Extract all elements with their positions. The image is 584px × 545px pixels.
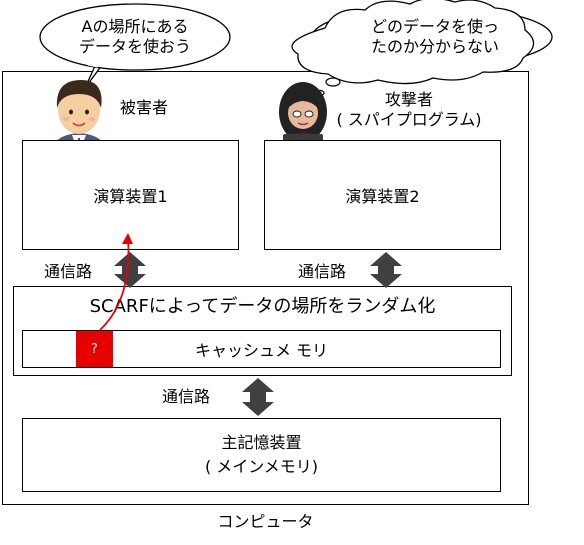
path-arrow-right (370, 252, 402, 288)
red-access-arrow (99, 237, 130, 331)
attacker-label: 攻撃者 ( スパイプログラム) (334, 90, 484, 130)
scarf-title: SCARFによってデータの場所をランダム化 (89, 296, 436, 317)
thought-line-1: どのデータを使っ (370, 17, 499, 36)
speech-bubble-text: Aの場所にある データを使おう (60, 14, 210, 60)
thought-line-2: たのか分からない (370, 37, 499, 56)
speech-line-2: データを使おう (78, 37, 191, 56)
speech-line-1: Aの場所にある (81, 17, 189, 36)
processing-unit-2-label: 演算装置2 (345, 187, 420, 206)
processing-unit-2: 演算装置2 (264, 140, 501, 250)
path-arrow-left (114, 252, 146, 288)
processing-unit-1: 演算装置1 (22, 140, 239, 250)
path-label-memory: 通信路 (162, 387, 211, 406)
random-location-marker: ? (76, 331, 113, 367)
processing-unit-1-label: 演算装置1 (93, 187, 168, 206)
path-arrow-memory (242, 378, 274, 416)
cache-memory-label: キャッシュメ モリ (194, 341, 329, 360)
path-label-right: 通信路 (298, 262, 347, 281)
main-memory-line-2: ( メインメモリ) (204, 457, 319, 476)
attacker-label-line-2: ( スパイプログラム) (336, 110, 482, 129)
thought-cloud-text: どのデータを使っ たのか分からない (350, 12, 520, 62)
attacker-label-line-1: 攻撃者 (384, 90, 433, 109)
victim-label: 被害者 (120, 98, 169, 117)
path-label-left: 通信路 (44, 262, 93, 281)
main-memory-line-1: 主記憶装置 (221, 433, 302, 452)
main-memory: 主記憶装置 ( メインメモリ) (22, 418, 501, 492)
computer-label: コンピュータ (217, 512, 314, 531)
